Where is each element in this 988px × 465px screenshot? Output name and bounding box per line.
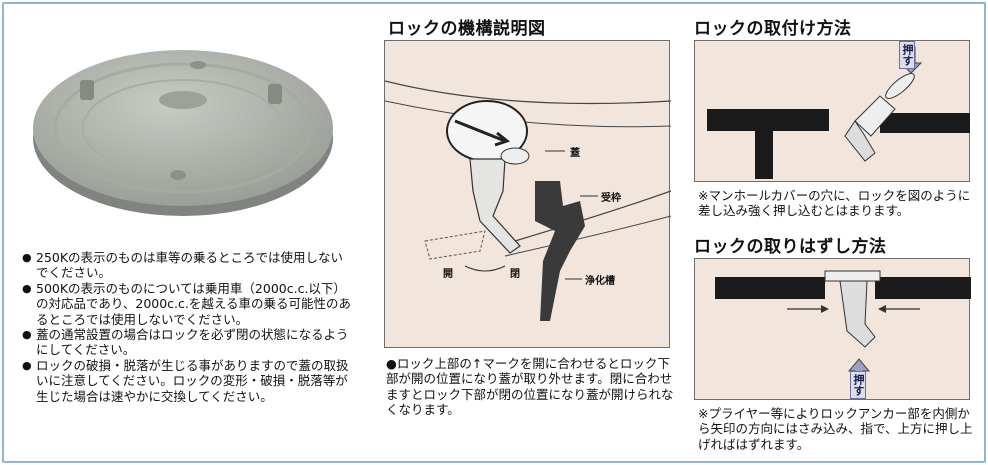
label-tank: 浄化槽 — [585, 276, 615, 287]
install-diagram: 押す — [694, 40, 970, 182]
mechanism-caption: ●ロック上部の↑マークを開に合わせるとロック下部が開の位置になり蓋が取り外せます… — [386, 356, 674, 418]
usage-note-3: 蓋の通常設置の場合はロックを必ず閉の状態になるようにしてください。 — [22, 327, 352, 358]
install-push-label: 押す — [899, 41, 915, 69]
label-frame: 受枠 — [601, 193, 621, 204]
remove-illustration — [715, 270, 971, 395]
manhole-cover-image — [33, 50, 333, 216]
mechanism-diagram: 蓋 受枠 浄化槽 開 閉 — [384, 40, 672, 348]
install-illustration — [707, 46, 970, 179]
mechanism-title: ロックの機構説明図 — [388, 19, 546, 39]
usage-notes: 250Kの表示のものは車等の乗るところでは使用しないでください。 500Kの表示… — [22, 250, 352, 404]
remove-title: ロックの取りはずし方法 — [694, 237, 887, 257]
remove-push-label: 押す — [850, 371, 866, 399]
usage-note-2: 500Kの表示のものについては乗用車（2000c.c.以下）の対応品であり、20… — [22, 281, 352, 327]
remove-caption: ※プライヤー等によりロックアンカー部を内側から矢印の方向にはさみ込み、指で、上方… — [698, 406, 973, 452]
usage-note-4: ロックの破損・脱落が生じる事がありますので蓋の取扱いに注意してください。ロックの… — [22, 358, 352, 404]
lock-mechanism-illustration — [384, 80, 672, 321]
remove-diagram: 押す — [694, 258, 971, 400]
install-caption: ※マンホールカバーの穴に、ロックを図のように差し込み強く押し込むとはまります。 — [698, 188, 971, 219]
usage-note-1: 250Kの表示のものは車等の乗るところでは使用しないでください。 — [22, 250, 352, 281]
label-close: 閉 — [510, 269, 520, 280]
label-lid: 蓋 — [570, 148, 580, 159]
install-title: ロックの取付け方法 — [694, 19, 852, 39]
label-open: 開 — [443, 269, 453, 280]
